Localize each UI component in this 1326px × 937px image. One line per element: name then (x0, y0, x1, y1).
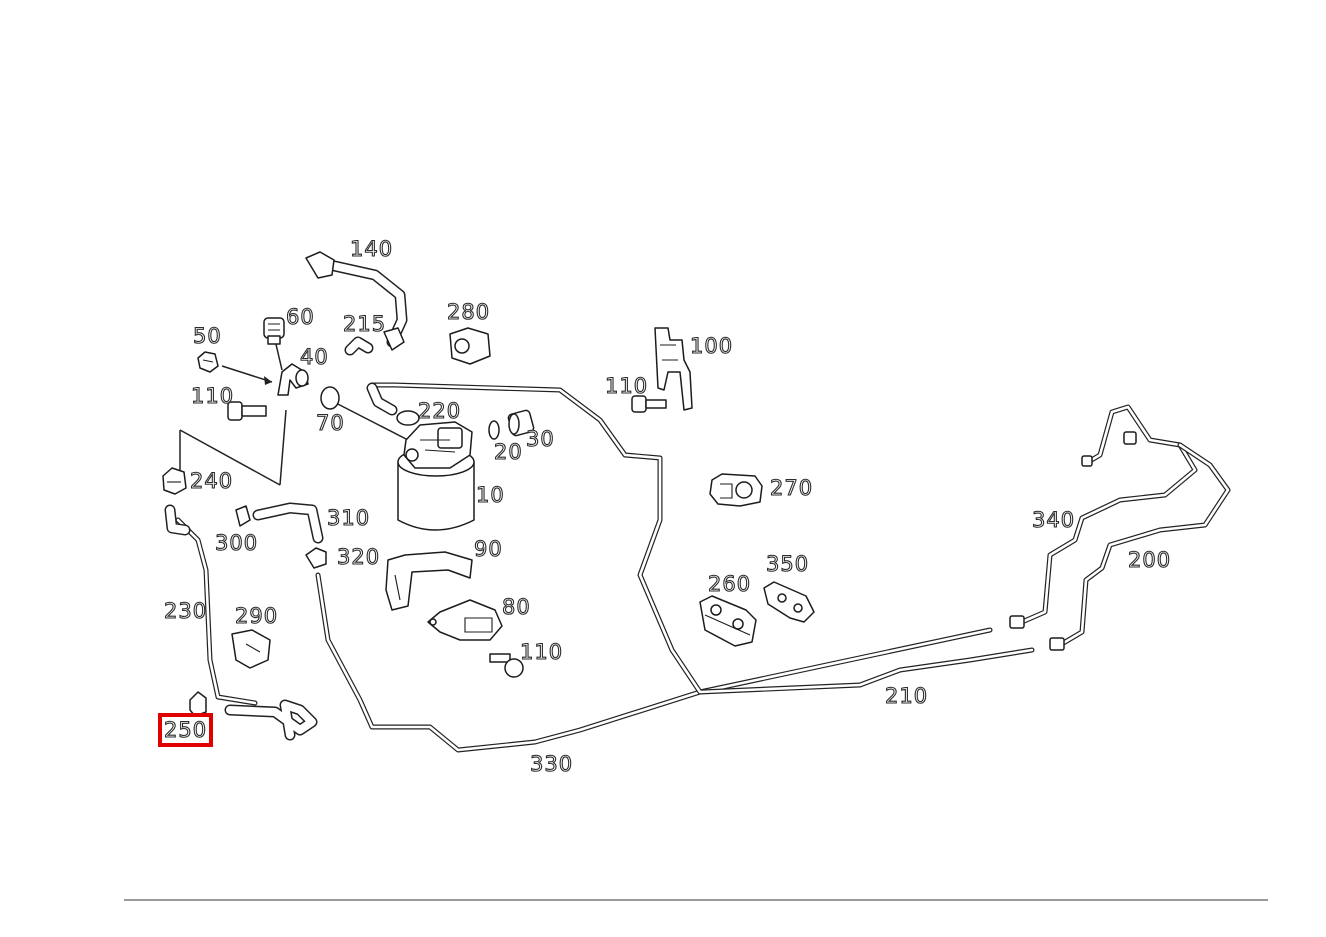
o-ring-20 (488, 420, 500, 440)
label-50: 50 (193, 324, 222, 348)
bracket-90 (385, 551, 473, 611)
label-270: 270 (770, 476, 813, 500)
label-310: 310 (327, 506, 370, 530)
label-260: 260 (708, 572, 751, 596)
label-200: 200 (1128, 548, 1171, 572)
label-100: 100 (690, 334, 733, 358)
label-230: 230 (164, 599, 207, 623)
sensor-60 (263, 317, 285, 345)
line-connector-top (1081, 431, 1137, 467)
label-280: 280 (447, 300, 490, 324)
holder-280 (449, 327, 491, 365)
bolt-110-lower (489, 653, 524, 678)
hose-clamp-220 (396, 410, 420, 426)
clip-250 (189, 691, 207, 717)
label-140: 140 (350, 237, 393, 261)
label-110-left: 110 (191, 384, 234, 408)
label-215: 215 (343, 312, 386, 336)
connector-140 (305, 251, 405, 351)
holder-270 (709, 473, 763, 507)
bolt-110-left (227, 401, 267, 421)
label-330: 330 (530, 752, 573, 776)
label-70: 70 (316, 411, 345, 435)
label-320: 320 (337, 545, 380, 569)
clip-320 (305, 547, 327, 569)
label-110-center: 110 (605, 374, 648, 398)
holder-260 (699, 595, 757, 647)
label-350: 350 (766, 552, 809, 576)
label-220: 220 (418, 399, 461, 423)
label-290: 290 (235, 604, 278, 628)
hoses (164, 259, 408, 741)
fuel-lines (175, 382, 1231, 753)
holder-350 (763, 581, 815, 623)
bolt-110-center (631, 395, 667, 413)
label-30: 30 (526, 427, 555, 451)
elbow-connector-40 (277, 363, 309, 396)
label-60: 60 (286, 305, 315, 329)
clip-240 (162, 467, 187, 495)
hose-clamp-70 (320, 386, 340, 410)
holder-290 (231, 629, 271, 669)
label-110-lower: 110 (520, 640, 563, 664)
strap-80 (427, 599, 503, 641)
label-10: 10 (476, 483, 505, 507)
line-connector-340 (1009, 615, 1025, 629)
bracket-100 (654, 327, 693, 411)
highlight-box-250 (158, 713, 213, 747)
label-240: 240 (190, 469, 233, 493)
clip-50 (197, 351, 219, 373)
clip-300 (235, 505, 251, 527)
label-210: 210 (885, 684, 928, 708)
part-labels: 10 20 30 40 50 60 70 80 90 100 110 110 1… (163, 236, 1171, 776)
label-80: 80 (502, 595, 531, 619)
label-90: 90 (474, 537, 503, 561)
fuel-filter-10 (397, 421, 475, 531)
leader-lines (179, 339, 409, 486)
label-20: 20 (494, 440, 523, 464)
label-250: 250 (164, 718, 207, 742)
fitting-30 (507, 409, 535, 437)
label-40: 40 (300, 345, 329, 369)
line-connector-200 (1049, 637, 1065, 651)
label-340: 340 (1032, 508, 1075, 532)
label-300: 300 (215, 531, 258, 555)
